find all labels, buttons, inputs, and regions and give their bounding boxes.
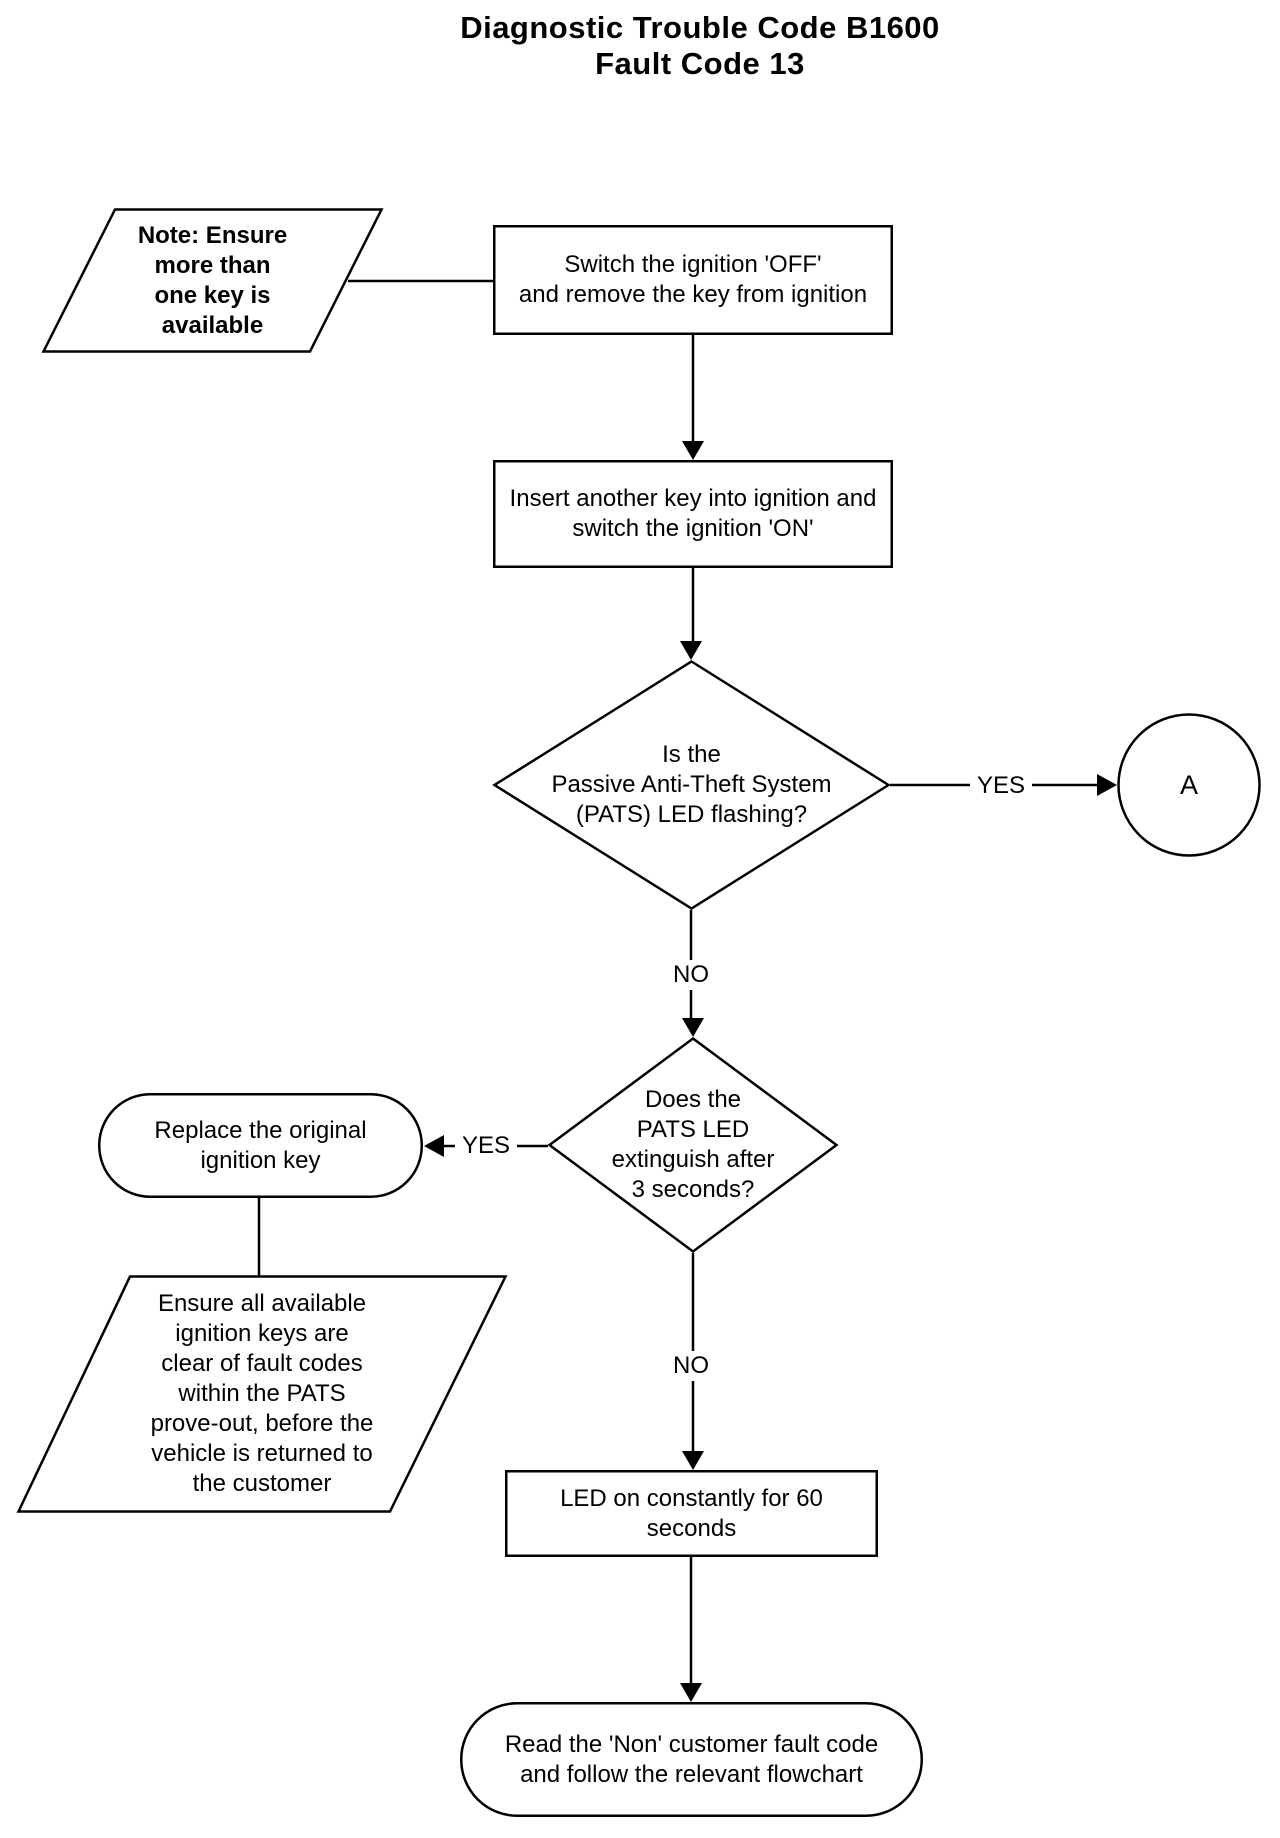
- process-insert-another-key: Insert another key into ignition and swi…: [493, 460, 893, 568]
- process-led-on-constantly-text: LED on constantly for 60 seconds: [560, 1484, 823, 1542]
- arrowhead-replace-key: [424, 1135, 444, 1157]
- branch-label-yes-2: YES: [454, 1131, 518, 1161]
- decision-led-extinguish-text: Does the PATS LED extinguish after 3 sec…: [611, 1086, 775, 1203]
- note-parallelogram: Note: Ensure more than one key is availa…: [41, 208, 384, 353]
- decision-led-extinguish: Does the PATS LED extinguish after 3 sec…: [547, 1036, 839, 1254]
- process-box-shape: [493, 460, 893, 568]
- terminator-replace-original-key-text: Replace the original ignition key: [154, 1116, 367, 1174]
- arrowhead-read-code: [680, 1683, 702, 1702]
- note-ensure-keys-clear: Ensure all available ignition keys are c…: [16, 1275, 508, 1513]
- flowchart-title: Diagnostic Trouble Code B1600 Fault Code…: [460, 10, 940, 81]
- process-box-shape: [505, 1470, 878, 1557]
- parallelogram-shape: [16, 1275, 508, 1513]
- process-led-on-constantly: LED on constantly for 60 seconds: [505, 1470, 878, 1557]
- terminator-read-fault-code-text: Read the 'Non' customer fault code and f…: [504, 1730, 879, 1788]
- connector-circle-shape: [1117, 713, 1261, 857]
- process-switch-ignition-off-text: Switch the ignition 'OFF' and remove the…: [518, 251, 868, 308]
- arrowhead-connector-a: [1097, 774, 1117, 796]
- terminator-stadium-shape: [460, 1702, 923, 1817]
- arrowhead-decision1: [680, 641, 702, 660]
- process-box-shape: [493, 225, 893, 335]
- note-ensure-keys-clear-text: Ensure all available ignition keys are c…: [150, 1290, 374, 1497]
- note-text: Note: Ensure more than one key is availa…: [137, 221, 288, 339]
- arrowhead-step2: [682, 441, 704, 460]
- arrowhead-decision2: [682, 1018, 704, 1037]
- process-insert-another-key-text: Insert another key into ignition and swi…: [509, 485, 877, 542]
- parallelogram-shape: [41, 208, 384, 353]
- offpage-connector-a: A: [1117, 713, 1261, 857]
- process-switch-ignition-off: Switch the ignition 'OFF' and remove the…: [493, 225, 893, 335]
- terminator-stadium-shape: [98, 1093, 423, 1198]
- terminator-read-fault-code: Read the 'Non' customer fault code and f…: [460, 1702, 923, 1817]
- decision-diamond-shape: [492, 660, 891, 910]
- arrowhead-led-on: [682, 1451, 704, 1470]
- decision-pats-led-flashing-text: Is the Passive Anti-Theft System (PATS) …: [551, 741, 832, 828]
- decision-pats-led-flashing: Is the Passive Anti-Theft System (PATS) …: [492, 660, 891, 910]
- branch-label-no-1: NO: [666, 960, 716, 990]
- offpage-connector-a-text: A: [1179, 770, 1198, 800]
- branch-label-no-2: NO: [666, 1351, 716, 1381]
- branch-label-yes-1: YES: [969, 771, 1033, 801]
- terminator-replace-original-key: Replace the original ignition key: [98, 1093, 423, 1198]
- decision-diamond-shape: [547, 1036, 839, 1254]
